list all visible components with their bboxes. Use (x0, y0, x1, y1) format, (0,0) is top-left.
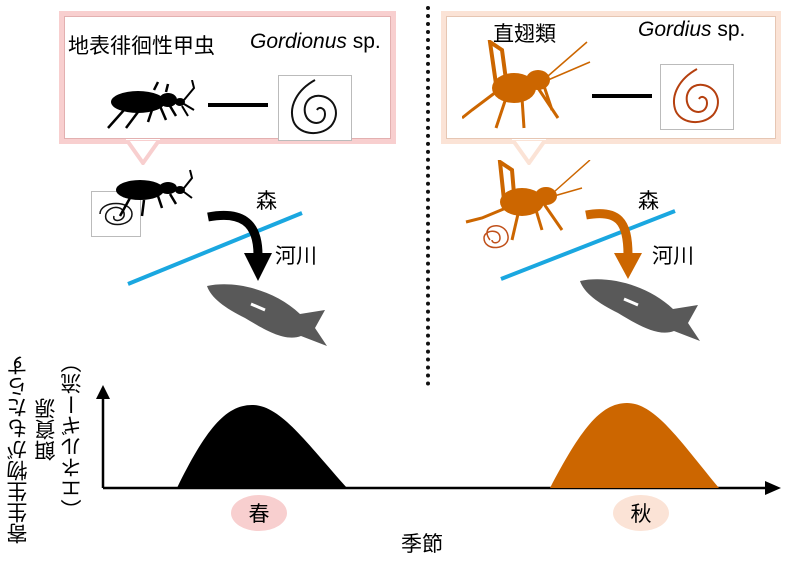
forest-label-right: 森 (638, 189, 659, 213)
fish-icon-left (207, 284, 327, 346)
seasonal-energy-chart (96, 385, 781, 495)
host-label-beetle: 地表徘徊性甲虫 (68, 34, 215, 58)
y-axis-label-line3: （エネルギー流） (60, 352, 84, 520)
river-label-left: 河川 (275, 244, 317, 268)
river-label-right: 河川 (652, 244, 694, 268)
ground-beetle-icon (107, 80, 196, 129)
association-line-left (208, 103, 268, 107)
season-badge-spring: 春 (231, 495, 287, 531)
fish-icon-right (580, 279, 700, 341)
parasite-name-gordionus: Gordionus sp. (250, 30, 381, 54)
hairworm-coil-icon (673, 68, 719, 124)
infected-cricket-icon (465, 160, 591, 249)
worm-box-gordionus (278, 75, 352, 141)
hairworm-coil-icon (291, 79, 337, 135)
host-label-orthoptera: 直翅類 (493, 22, 556, 46)
energy-flow-arrow-right (585, 209, 642, 279)
autumn-peak (550, 403, 719, 488)
y-axis-label-line1: 寄生生物がもたらす (6, 355, 30, 544)
cricket-icon (462, 40, 591, 129)
worm-box-gordius (660, 64, 734, 130)
panel-divider (426, 6, 430, 386)
callout-pointer-left (126, 139, 160, 165)
y-axis-label-line2: 餌資源 (34, 398, 58, 462)
infected-beetle-icon (116, 169, 194, 217)
x-axis-arrow-icon (765, 481, 781, 495)
parasite-genus: Gordius (638, 18, 712, 41)
parasite-suffix: sp. (346, 30, 381, 53)
parasite-genus: Gordionus (250, 30, 347, 53)
parasite-suffix: sp. (711, 18, 746, 41)
forest-label-left: 森 (256, 189, 277, 213)
season-badge-autumn: 秋 (613, 495, 669, 531)
association-line-right (592, 94, 652, 98)
x-axis-label: 季節 (401, 532, 443, 556)
y-axis-arrow-icon (96, 385, 110, 399)
river-line-right (500, 209, 676, 281)
callout-pointer-right (512, 139, 546, 165)
energy-flow-arrow-left (207, 210, 272, 281)
parasite-name-gordius: Gordius sp. (638, 18, 745, 42)
spring-peak (177, 405, 347, 488)
river-line-left (127, 211, 303, 286)
